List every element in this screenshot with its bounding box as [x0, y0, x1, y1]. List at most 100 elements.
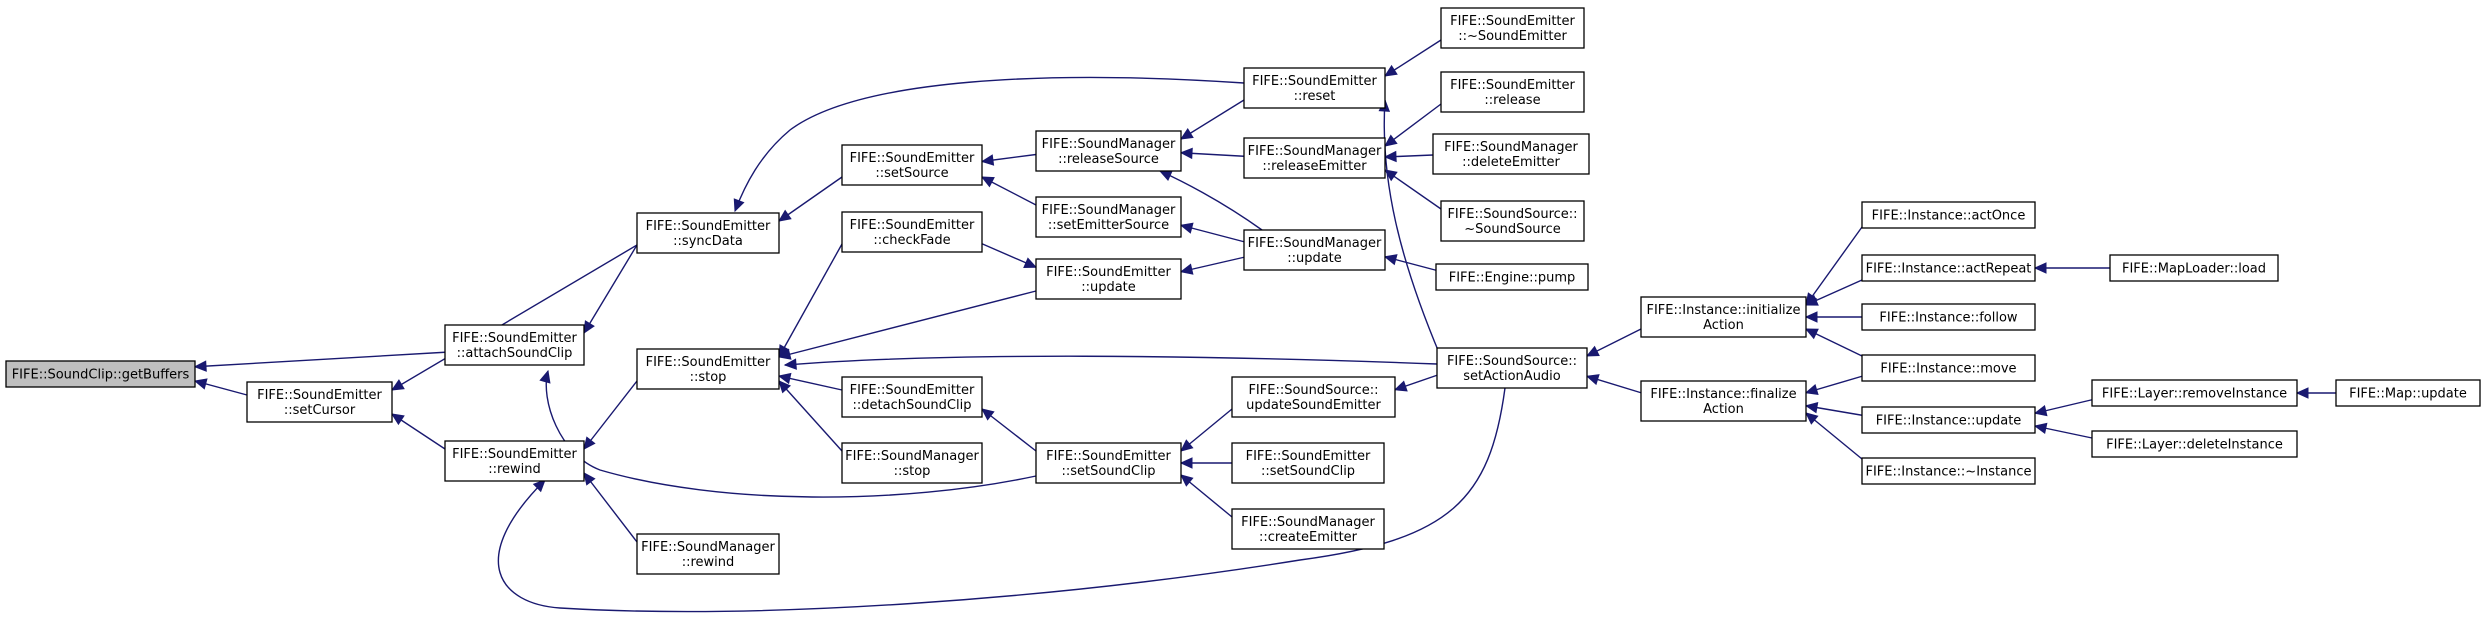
- node-label: FIFE::SoundManager: [641, 540, 775, 555]
- edge-initializeAction-to-setActionAudio: [1585, 328, 1642, 357]
- arrow-head: [1180, 439, 1194, 452]
- node-releaseEmitter[interactable]: FIFE::SoundManager::releaseEmitter: [1243, 137, 1386, 179]
- node-label: FIFE::SoundEmitter: [1046, 449, 1171, 464]
- edge-layer: [193, 39, 2336, 613]
- node-follow[interactable]: FIFE::Instance::follow: [1861, 303, 2036, 331]
- node-setSoundClip[interactable]: FIFE::SoundEmitter::setSoundClip: [1035, 442, 1182, 484]
- node-move[interactable]: FIFE::Instance::move: [1861, 354, 2036, 382]
- node-mapUpdate[interactable]: FIFE::Map::update: [2335, 379, 2481, 407]
- node-box: [246, 381, 393, 423]
- node-label: FIFE::Map::update: [2349, 387, 2467, 402]
- edge-line: [1384, 103, 1442, 147]
- edge-rewind-to-setCursor: [390, 413, 446, 450]
- node-label: ~SoundSource: [1464, 222, 1560, 237]
- node-seSetSoundClip[interactable]: FIFE::SoundEmitter::setSoundClip: [1231, 442, 1385, 484]
- node-setCursor[interactable]: FIFE::SoundEmitter::setCursor: [246, 381, 393, 423]
- edge-releaseEmitter-to-releaseSource: [1179, 147, 1245, 160]
- edge-line: [734, 76, 1245, 212]
- node-label: setActionAudio: [1463, 369, 1561, 384]
- arrow-head: [583, 472, 596, 486]
- node-label: FIFE::SoundEmitter: [1252, 74, 1377, 89]
- edge-removeInstance-to-instUpdate: [2033, 399, 2093, 417]
- node-smRewind[interactable]: FIFE::SoundManager::rewind: [636, 533, 780, 575]
- edge-setCursor-to-getBuffers: [193, 378, 248, 396]
- node-getBuffers[interactable]: FIFE::SoundClip::getBuffers: [5, 360, 196, 388]
- node-box: [1861, 303, 2036, 331]
- node-releaseSource[interactable]: FIFE::SoundManager::releaseSource: [1035, 130, 1182, 172]
- node-box: [1861, 201, 2036, 229]
- edge-seRelease-to-releaseEmitter: [1384, 103, 1442, 147]
- node-label: ::setCursor: [284, 403, 356, 418]
- edge-setActionAudio-to-updateSoundEmitter: [1393, 374, 1438, 392]
- node-smStop[interactable]: FIFE::SoundManager::stop: [841, 442, 983, 484]
- node-label: FIFE::SoundEmitter: [850, 151, 975, 166]
- node-label: ::~SoundEmitter: [1458, 29, 1567, 44]
- node-seRelease[interactable]: FIFE::SoundEmitter::release: [1440, 71, 1585, 113]
- edge-seDestructor-to-reset: [1383, 39, 1442, 77]
- node-deleteEmitter[interactable]: FIFE::SoundManager::deleteEmitter: [1432, 133, 1590, 175]
- node-setActionAudio[interactable]: FIFE::SoundSource::setActionAudio: [1436, 347, 1588, 389]
- node-syncData[interactable]: FIFE::SoundEmitter::syncData: [636, 212, 780, 254]
- node-mapLoaderLoad[interactable]: FIFE::MapLoader::load: [2109, 254, 2279, 282]
- node-label: FIFE::Layer::removeInstance: [2102, 387, 2287, 402]
- node-label: ::reset: [1294, 89, 1336, 104]
- node-box: [2091, 379, 2298, 407]
- arrow-head: [1179, 222, 1194, 234]
- edge-setEmitterSource-to-setSource: [980, 176, 1037, 206]
- node-createEmitter[interactable]: FIFE::SoundManager::createEmitter: [1231, 508, 1385, 550]
- node-seUpdate[interactable]: FIFE::SoundEmitter::update: [1035, 258, 1182, 300]
- node-label: FIFE::Engine::pump: [1449, 271, 1575, 286]
- edge-setSoundClip-to-attachSoundClip: [539, 369, 1037, 498]
- edge-line: [784, 355, 1438, 366]
- node-label: FIFE::SoundEmitter: [646, 355, 771, 370]
- node-setEmitterSource[interactable]: FIFE::SoundManager::setEmitterSource: [1035, 196, 1182, 238]
- arrow-head: [1804, 383, 1819, 396]
- arrow-head: [1805, 412, 1819, 425]
- edge-syncData-to-setCursor: [390, 244, 638, 391]
- node-ssDestructor[interactable]: FIFE::SoundSource::~SoundSource: [1440, 200, 1585, 242]
- arrow-head: [778, 209, 792, 222]
- node-reset[interactable]: FIFE::SoundEmitter::reset: [1243, 67, 1386, 109]
- node-seDestructor[interactable]: FIFE::SoundEmitter::~SoundEmitter: [1440, 7, 1585, 49]
- arrow-head: [980, 154, 995, 166]
- node-label: FIFE::SoundEmitter: [850, 383, 975, 398]
- node-label: ::createEmitter: [1259, 530, 1358, 545]
- node-box: [1243, 137, 1386, 179]
- arrow-head: [2033, 404, 2048, 417]
- arrow-head: [539, 369, 551, 384]
- node-setSource[interactable]: FIFE::SoundEmitter::setSource: [841, 144, 983, 186]
- node-checkFade[interactable]: FIFE::SoundEmitter::checkFade: [841, 211, 983, 253]
- node-instUpdate[interactable]: FIFE::Instance::update: [1861, 406, 2036, 434]
- node-removeInstance[interactable]: FIFE::Layer::removeInstance: [2091, 379, 2298, 407]
- node-instDestructor[interactable]: FIFE::Instance::~Instance: [1861, 457, 2036, 485]
- edge-enginePump-to-smUpdate: [1383, 254, 1437, 271]
- edge-releaseSource-to-setSource: [980, 153, 1037, 166]
- node-actOnce[interactable]: FIFE::Instance::actOnce: [1861, 201, 2036, 229]
- edge-setActionAudio-to-rewind: [497, 387, 1506, 613]
- edge-seUpdate-to-stop: [777, 290, 1037, 360]
- node-deleteInstance[interactable]: FIFE::Layer::deleteInstance: [2091, 430, 2298, 458]
- edge-mapUpdate-to-removeInstance: [2295, 387, 2336, 399]
- node-enginePump[interactable]: FIFE::Engine::pump: [1435, 263, 1589, 291]
- edge-smUpdate-to-setEmitterSource: [1179, 222, 1245, 243]
- node-box: [444, 324, 585, 366]
- edge-setSource-to-syncData: [778, 176, 843, 222]
- node-label: FIFE::SoundEmitter: [1246, 449, 1371, 464]
- node-box: [1035, 258, 1182, 300]
- node-detachSoundClip[interactable]: FIFE::SoundEmitter::detachSoundClip: [841, 376, 983, 418]
- node-stop[interactable]: FIFE::SoundEmitter::stop: [636, 348, 780, 390]
- node-label: ::rewind: [682, 555, 735, 570]
- edge-checkFade-to-stop: [778, 243, 843, 359]
- node-actRepeat[interactable]: FIFE::Instance::actRepeat: [1861, 254, 2036, 282]
- edge-deleteEmitter-to-releaseEmitter: [1383, 150, 1434, 163]
- node-rewind[interactable]: FIFE::SoundEmitter::rewind: [444, 440, 585, 482]
- node-attachSoundClip[interactable]: FIFE::SoundEmitter::attachSoundClip: [444, 324, 585, 366]
- node-box: [1035, 196, 1182, 238]
- node-updateSoundEmitter[interactable]: FIFE::SoundSource::updateSoundEmitter: [1231, 376, 1396, 418]
- node-box: [444, 440, 585, 482]
- node-smUpdate[interactable]: FIFE::SoundManager::update: [1243, 229, 1386, 271]
- node-label: updateSoundEmitter: [1246, 398, 1381, 413]
